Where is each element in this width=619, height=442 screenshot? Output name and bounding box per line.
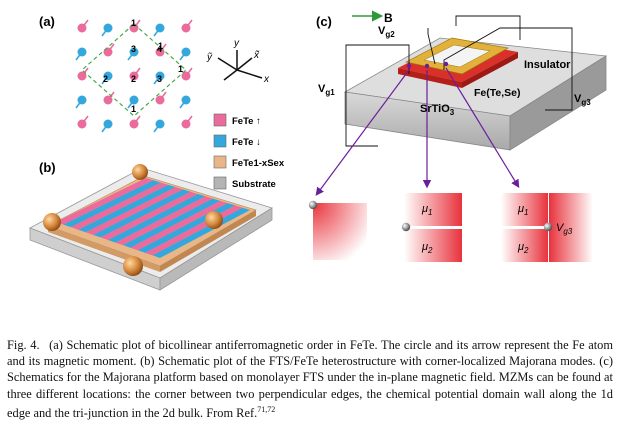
legend-label-substrate: Substrate bbox=[232, 179, 276, 190]
fete-stripe bbox=[63, 180, 161, 228]
axis-x-label: x bbox=[263, 74, 270, 85]
legend: FeTe ↑ FeTe ↓ FeTe1-xSex Substrate bbox=[213, 113, 285, 190]
spin-arrow bbox=[185, 115, 193, 125]
site-number: 3 bbox=[131, 44, 136, 54]
spin-arrow bbox=[153, 75, 161, 85]
axis-x-tilde-label: x̃ bbox=[253, 50, 260, 61]
fete-stripe bbox=[122, 198, 221, 248]
inset2-mu1-label: μ1 bbox=[421, 203, 432, 217]
axis-y-label: y bbox=[233, 38, 240, 49]
fete-stripe bbox=[70, 182, 169, 230]
fete-stripe bbox=[93, 189, 191, 238]
axes-triad bbox=[217, 50, 263, 81]
fete-stripe bbox=[85, 187, 184, 235]
majorana-mode-corner bbox=[205, 211, 223, 229]
fete-stripe bbox=[78, 184, 176, 233]
spin-arrow bbox=[75, 51, 83, 61]
spin-lattice bbox=[75, 19, 193, 133]
spin-arrow bbox=[179, 99, 187, 109]
legend-swatch-fete-up bbox=[213, 113, 227, 127]
spin-arrow bbox=[179, 51, 187, 61]
fts-label: Fe(Te,Se) bbox=[474, 87, 520, 99]
site-number: 1 bbox=[158, 41, 163, 51]
vg1-label: Vg1 bbox=[318, 83, 335, 97]
unit-cell-outline bbox=[81, 23, 187, 117]
fete-stripe bbox=[100, 191, 198, 240]
legend-label-fetese: FeTe1-xSex bbox=[232, 158, 285, 169]
site-number: 2 bbox=[131, 74, 136, 84]
substrate-label: SrTiO3 bbox=[420, 103, 455, 117]
site-number: 4 bbox=[157, 44, 162, 54]
spin-arrow bbox=[185, 67, 193, 77]
caption-label: Fig. 4. bbox=[7, 338, 40, 352]
inset3-mu2-label: μ2 bbox=[517, 241, 529, 255]
spin-arrow bbox=[153, 123, 161, 133]
spin-arrow bbox=[107, 43, 115, 53]
spin-arrow bbox=[133, 115, 141, 125]
legend-swatch-fete-down bbox=[213, 134, 227, 148]
site-number: 2 bbox=[103, 74, 108, 84]
legend-label-fete-down: FeTe ↓ bbox=[232, 137, 261, 148]
caption-text: (a) Schematic plot of bicollinear antife… bbox=[7, 338, 613, 420]
vg3-label: Vg3 bbox=[574, 93, 591, 107]
figure-caption: Fig. 4. (a) Schematic plot of bicollinea… bbox=[7, 337, 613, 421]
panel-a-label: (a) bbox=[39, 14, 55, 29]
site-number: 3 bbox=[157, 74, 162, 84]
legend-label-fete-up: FeTe ↑ bbox=[232, 116, 261, 127]
site-numbers: 1 1 2 3 4 1 2 3 1 bbox=[103, 18, 183, 114]
majorana-mode-corner bbox=[123, 256, 143, 276]
fete-stripe bbox=[115, 196, 213, 246]
field-label: B bbox=[384, 11, 393, 25]
spin-arrow bbox=[101, 123, 109, 133]
vg2-label: Vg2 bbox=[378, 25, 395, 39]
inset3-mu1-label: μ1 bbox=[517, 203, 528, 217]
spin-arrow bbox=[133, 67, 141, 77]
majorana-mode-corner bbox=[43, 213, 61, 231]
majorana-mode-corner bbox=[132, 164, 148, 180]
site-number: 1 bbox=[131, 104, 136, 114]
axis-y-tilde-label: ỹ bbox=[206, 52, 213, 63]
figure-canvas: (a) 1 1 2 3 4 1 2 3 1 y x x̃ ỹ FeTe ↑ Fe… bbox=[29, 10, 608, 291]
spin-arrow bbox=[81, 19, 89, 29]
legend-swatch-fetese bbox=[213, 155, 227, 169]
legend-swatch-substrate bbox=[213, 176, 227, 190]
heterostructure-illustration bbox=[29, 164, 273, 291]
site-number: 1 bbox=[178, 64, 183, 74]
inset3-vg3-label: Vg3 bbox=[556, 222, 573, 236]
spin-arrow bbox=[75, 99, 83, 109]
spin-arrow bbox=[127, 51, 135, 61]
site-number: 1 bbox=[131, 18, 136, 28]
spin-arrow bbox=[153, 27, 161, 37]
fete-stripe bbox=[152, 207, 250, 258]
spin-arrow bbox=[101, 27, 109, 37]
spin-arrow bbox=[185, 19, 193, 29]
spin-arrow bbox=[159, 43, 167, 53]
panel-c-label: (c) bbox=[316, 14, 332, 29]
spin-arrow bbox=[159, 91, 167, 101]
device-illustration bbox=[308, 10, 608, 262]
panel-b-label: (b) bbox=[39, 160, 56, 175]
spin-arrow bbox=[133, 19, 141, 29]
spin-arrow bbox=[101, 75, 109, 85]
inset2-mu2-label: μ2 bbox=[421, 241, 433, 255]
insulator-label: Insulator bbox=[524, 59, 571, 71]
fete-stripe bbox=[108, 194, 206, 243]
fete-stripe bbox=[56, 178, 154, 225]
spin-arrow bbox=[127, 99, 135, 109]
spin-arrow bbox=[81, 115, 89, 125]
fete-stripe bbox=[130, 200, 228, 251]
caption-ref: 71,72 bbox=[257, 404, 276, 414]
